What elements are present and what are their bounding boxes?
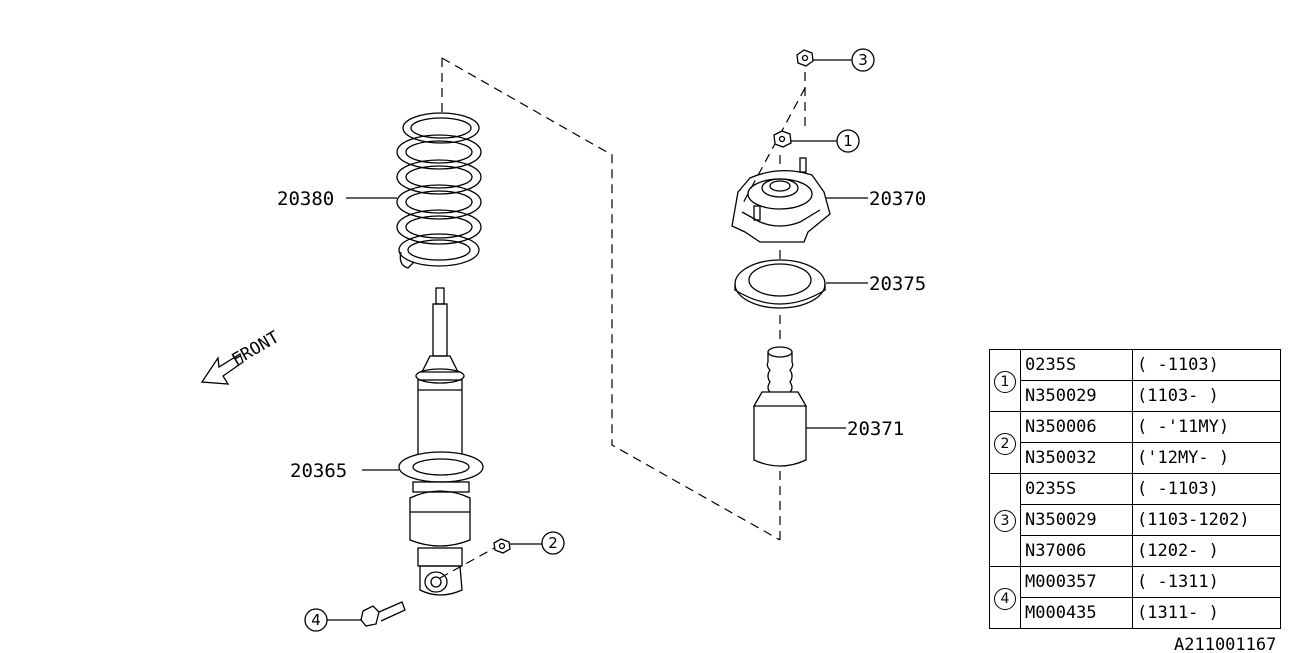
callout-2: 2 bbox=[510, 531, 565, 555]
part-label-20370: 20370 bbox=[869, 188, 926, 210]
diagram-code: A211001167 bbox=[1174, 635, 1276, 653]
table-row: 1 0235S ( -1103) bbox=[989, 349, 1281, 412]
part-labels: 20380 20370 20375 20371 20365 bbox=[277, 188, 926, 482]
legend-group-1: 1 bbox=[989, 349, 1021, 412]
svg-text:1: 1 bbox=[843, 132, 853, 150]
part-label-20380: 20380 bbox=[277, 188, 334, 210]
legend-range: ( -1103) bbox=[1132, 349, 1281, 381]
legend-part-number[interactable]: N350032 bbox=[1020, 442, 1133, 474]
strut-mount[interactable] bbox=[731, 130, 831, 243]
legend-group-3: 3 bbox=[989, 473, 1021, 567]
legend-part-number[interactable]: M000435 bbox=[1020, 597, 1133, 629]
bump-stop[interactable] bbox=[752, 346, 808, 467]
callout-1: 1 bbox=[791, 129, 860, 153]
svg-text:3: 3 bbox=[858, 51, 868, 69]
table-row: N350032 ('12MY- ) bbox=[990, 442, 1281, 474]
table-row: N350029 (1103- ) bbox=[990, 380, 1281, 412]
part-label-20375: 20375 bbox=[869, 273, 926, 295]
table-row: 4 M000357 ( -1311) bbox=[989, 566, 1281, 629]
legend-part-number[interactable]: 0235S bbox=[1020, 473, 1133, 505]
nut-2[interactable] bbox=[493, 538, 511, 554]
legend-range: (1202- ) bbox=[1132, 535, 1281, 567]
svg-text:4: 4 bbox=[311, 611, 321, 629]
svg-text:2: 2 bbox=[548, 534, 558, 552]
part-label-20365: 20365 bbox=[290, 460, 347, 482]
legend-part-number[interactable]: 0235S bbox=[1020, 349, 1133, 381]
legend-range: (1103-1202) bbox=[1132, 504, 1281, 536]
spring-seat[interactable] bbox=[734, 259, 826, 309]
legend-part-number[interactable]: M000357 bbox=[1020, 566, 1133, 598]
legend-part-number[interactable]: N350029 bbox=[1020, 504, 1133, 536]
table-row: 3 0235S ( -1103) bbox=[989, 473, 1281, 567]
table-row: N350029 (1103-1202) bbox=[990, 504, 1281, 536]
legend-range: ( -1103) bbox=[1132, 473, 1281, 505]
callout-3: 3 bbox=[813, 48, 875, 72]
table-row: M000435 (1311- ) bbox=[990, 597, 1281, 629]
legend-part-number[interactable]: N37006 bbox=[1020, 535, 1133, 567]
table-row: N37006 (1202- ) bbox=[990, 535, 1281, 567]
assembly-dashed-lines bbox=[439, 57, 806, 579]
coil-spring[interactable] bbox=[396, 112, 482, 269]
bolt-4[interactable] bbox=[360, 601, 406, 627]
nut-3[interactable] bbox=[796, 49, 814, 67]
legend-group-4: 4 bbox=[989, 566, 1021, 629]
legend-range: (1311- ) bbox=[1132, 597, 1281, 629]
callout-4: 4 bbox=[304, 608, 362, 632]
front-label: FRONT bbox=[229, 327, 283, 370]
strut-assembly[interactable] bbox=[398, 287, 484, 596]
front-direction-arrow: FRONT bbox=[200, 327, 283, 385]
part-label-20371: 20371 bbox=[847, 418, 904, 440]
parts-legend-table: 1 0235S ( -1103) N350029 (1103- ) 2 N350… bbox=[989, 349, 1281, 629]
legend-part-number[interactable]: N350006 bbox=[1020, 411, 1133, 443]
legend-range: ( -'11MY) bbox=[1132, 411, 1281, 443]
legend-group-2: 2 bbox=[989, 411, 1021, 474]
legend-range: ( -1311) bbox=[1132, 566, 1281, 598]
legend-range: ('12MY- ) bbox=[1132, 442, 1281, 474]
legend-part-number[interactable]: N350029 bbox=[1020, 380, 1133, 412]
legend-range: (1103- ) bbox=[1132, 380, 1281, 412]
table-row: 2 N350006 ( -'11MY) bbox=[989, 411, 1281, 474]
